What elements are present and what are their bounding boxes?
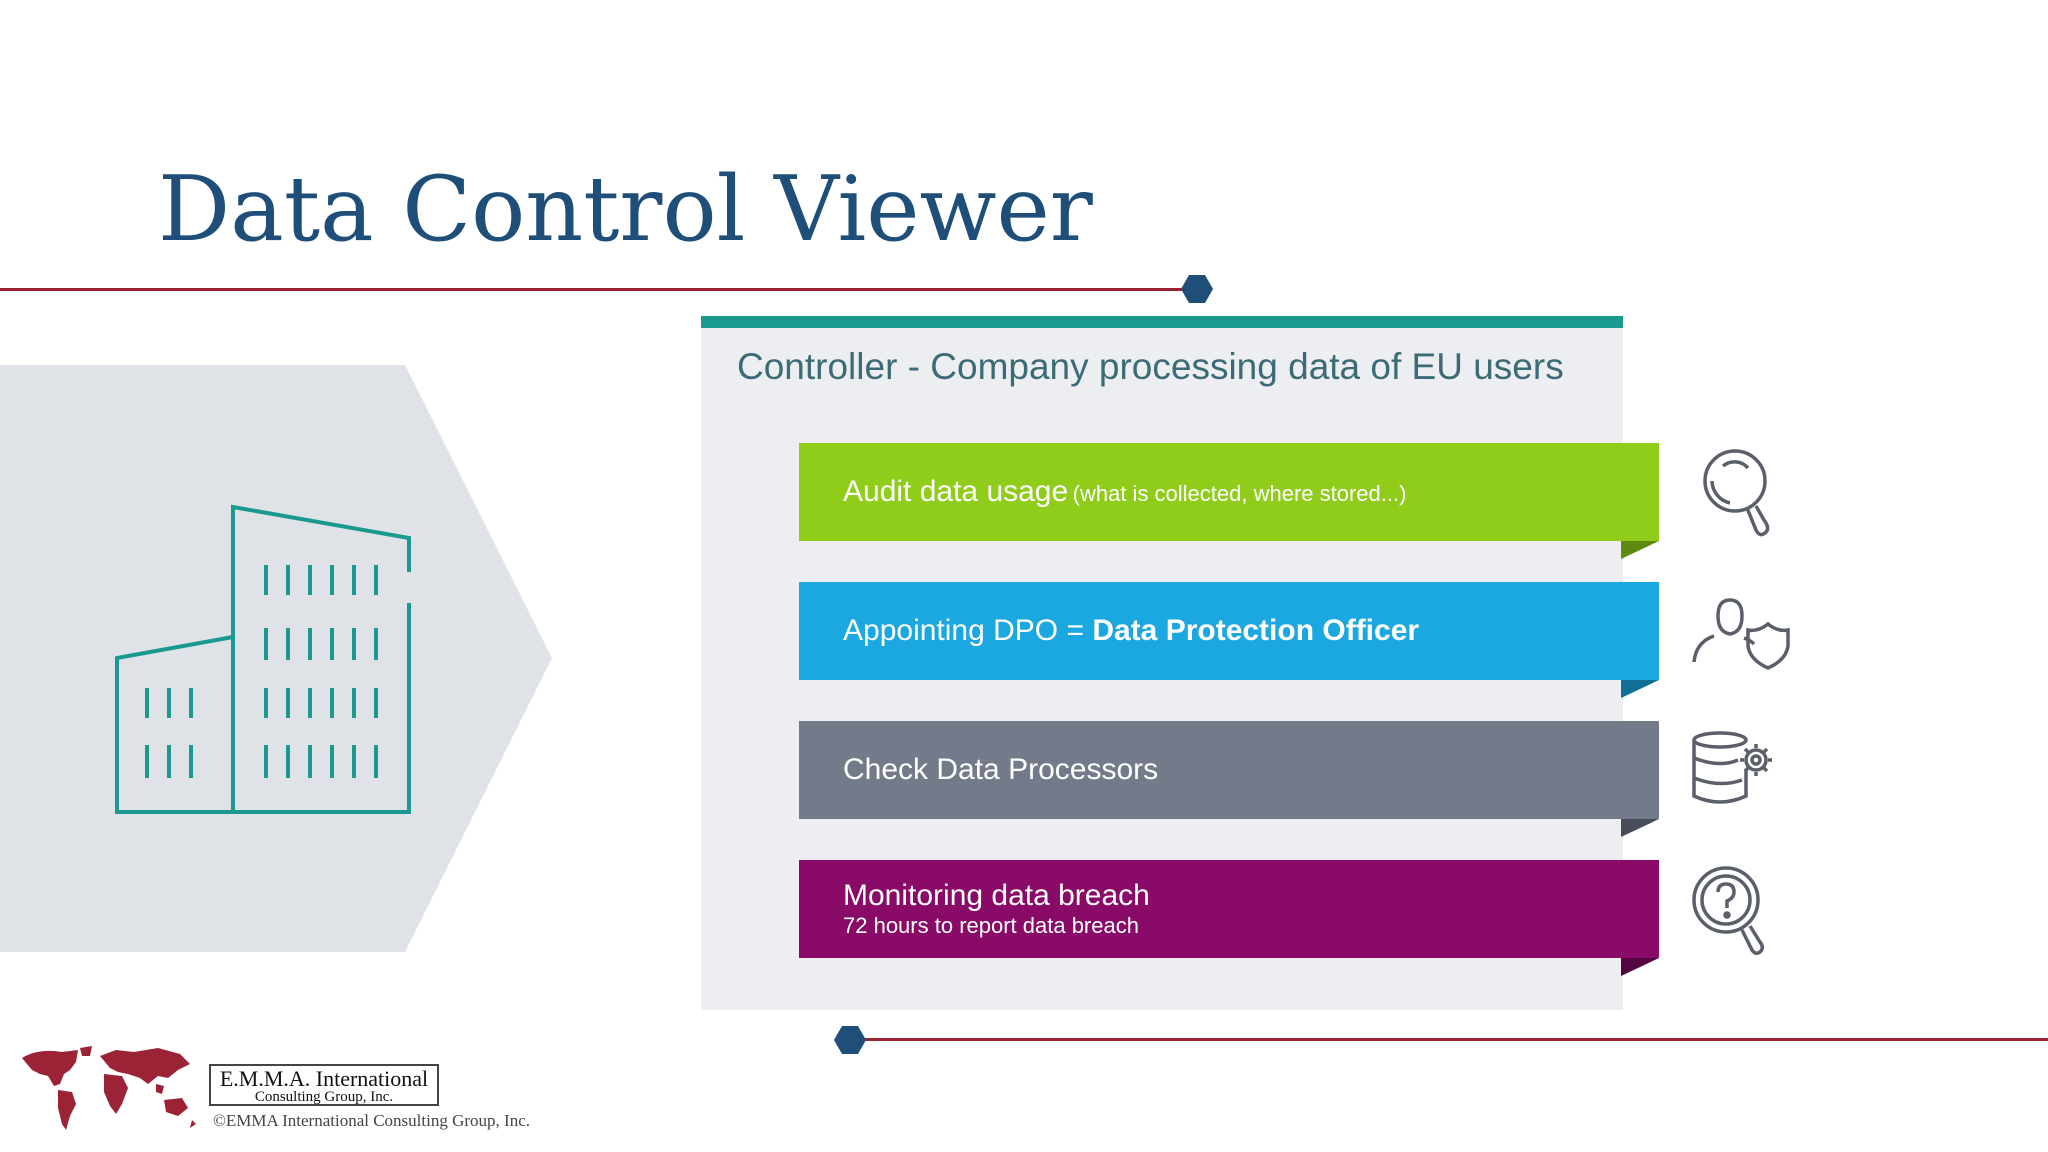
ribbon-fold bbox=[1621, 958, 1659, 976]
top-divider bbox=[0, 288, 1182, 291]
magnifier-icon bbox=[1703, 449, 1770, 537]
ribbon-fold bbox=[1621, 680, 1659, 698]
copyright-text: ©EMMA International Consulting Group, In… bbox=[213, 1111, 530, 1130]
bar-label: Check Data Processors bbox=[843, 753, 1159, 786]
bar-label: Audit data usage bbox=[843, 475, 1069, 508]
world-map-logo bbox=[22, 1046, 196, 1130]
bottom-divider bbox=[860, 1038, 2048, 1041]
company-logo-box: E.M.M.A. International Consulting Group,… bbox=[209, 1064, 439, 1106]
hexagon-marker bbox=[834, 1026, 866, 1054]
question-magnifier-icon bbox=[1692, 866, 1765, 955]
ribbon-fold bbox=[1621, 819, 1659, 837]
building-icon bbox=[115, 504, 411, 814]
appointing-dpo-bar: Appointing DPO = Data Protection Officer bbox=[799, 582, 1659, 680]
logo-line-2: Consulting Group, Inc. bbox=[254, 1089, 394, 1105]
panel-heading: Controller - Company processing data of … bbox=[737, 346, 1564, 387]
logo-line-1: E.M.M.A. International bbox=[219, 1066, 429, 1091]
bar-label-strong: Data Protection Officer bbox=[1092, 614, 1420, 647]
user-shield-icon bbox=[1692, 598, 1790, 670]
slide-title: Data Control Viewer bbox=[158, 157, 1093, 262]
database-gear-icon bbox=[1692, 731, 1772, 804]
ribbon-fold bbox=[1621, 541, 1659, 559]
monitoring-data-breach-bar: Monitoring data breach 72 hours to repor… bbox=[799, 860, 1659, 958]
bar-detail: 72 hours to report data breach bbox=[843, 913, 1139, 938]
bar-label: Appointing DPO = bbox=[843, 614, 1093, 647]
bar-label: Monitoring data breach bbox=[843, 879, 1150, 912]
bar-detail: (what is collected, where stored...) bbox=[1072, 481, 1407, 506]
hexagon-marker bbox=[1181, 275, 1213, 303]
audit-data-usage-bar: Audit data usage (what is collected, whe… bbox=[799, 443, 1659, 541]
check-data-processors-bar: Check Data Processors bbox=[799, 721, 1659, 819]
